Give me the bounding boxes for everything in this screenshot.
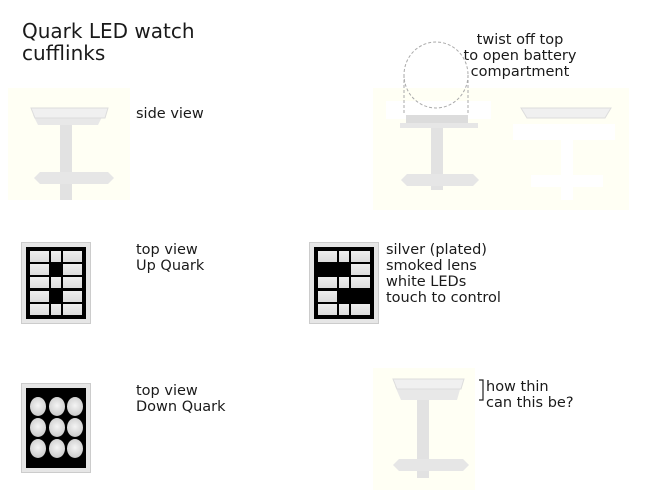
down-quark-top-view xyxy=(22,384,90,472)
led-segment xyxy=(339,277,349,289)
led-dot xyxy=(48,418,65,437)
led-dot xyxy=(48,439,65,458)
label-line: Down Quark xyxy=(136,399,226,415)
led-segment xyxy=(351,251,370,262)
led-segment xyxy=(339,251,349,262)
led-segment xyxy=(339,303,349,315)
twist-off-illustration xyxy=(386,41,615,200)
led-segment xyxy=(318,303,337,315)
led-dot xyxy=(67,439,83,458)
led-dot xyxy=(30,397,46,416)
label-line: smoked lens xyxy=(386,258,477,274)
led-segment xyxy=(30,264,49,276)
led-dot xyxy=(67,397,83,416)
label-line: top view xyxy=(136,383,198,399)
side-view-label: side view xyxy=(136,106,204,122)
label-line: compartment xyxy=(470,64,570,80)
led-segment xyxy=(63,251,82,262)
label-line: can this be? xyxy=(486,395,574,411)
led-segment xyxy=(351,277,370,289)
led-segment xyxy=(63,277,82,289)
label-line: silver (plated) xyxy=(386,242,487,258)
twist-off-label: twist off top to open battery compartmen… xyxy=(464,32,577,80)
label-line: top view xyxy=(136,242,198,258)
label-line: touch to control xyxy=(386,290,501,306)
led-segment xyxy=(30,303,49,315)
side-view-cufflink xyxy=(30,107,114,200)
label-line: Up Quark xyxy=(136,258,205,274)
led-dot xyxy=(67,418,83,437)
up-quark-label: top view Up Quark xyxy=(136,242,204,274)
down-quark-label: top view Down Quark xyxy=(136,383,226,415)
led-dot xyxy=(30,439,46,458)
led-segment xyxy=(51,251,61,262)
led-segment xyxy=(318,290,337,302)
led-segment xyxy=(63,290,82,302)
up-quark-top-view xyxy=(22,243,90,323)
title-line-2: cufflinks xyxy=(22,41,106,65)
led-segment xyxy=(30,277,49,289)
led-segment xyxy=(318,277,337,289)
label-line: twist off top xyxy=(476,32,564,48)
led-segment xyxy=(51,303,61,315)
features-label: silver (plated) smoked lens white LEDs t… xyxy=(386,242,501,306)
title-line-1: Quark LED watch xyxy=(22,19,195,43)
thin-view-cufflink xyxy=(392,378,484,478)
digit-display-top-view xyxy=(310,243,378,323)
led-dot xyxy=(48,397,65,416)
how-thin-label: how thin can this be? xyxy=(486,379,574,411)
label-line: white LEDs xyxy=(386,274,467,290)
page-title: Quark LED watch cufflinks xyxy=(22,20,195,64)
label-line: to open battery xyxy=(463,48,577,64)
led-segment xyxy=(351,264,370,276)
led-segment xyxy=(351,303,370,315)
led-segment xyxy=(51,277,61,289)
led-segment xyxy=(30,251,49,262)
led-segment xyxy=(63,264,82,276)
led-segment xyxy=(30,290,49,302)
label-line: how thin xyxy=(486,379,549,395)
led-segment xyxy=(318,251,337,262)
led-dot xyxy=(30,418,46,437)
led-segment xyxy=(63,303,82,315)
